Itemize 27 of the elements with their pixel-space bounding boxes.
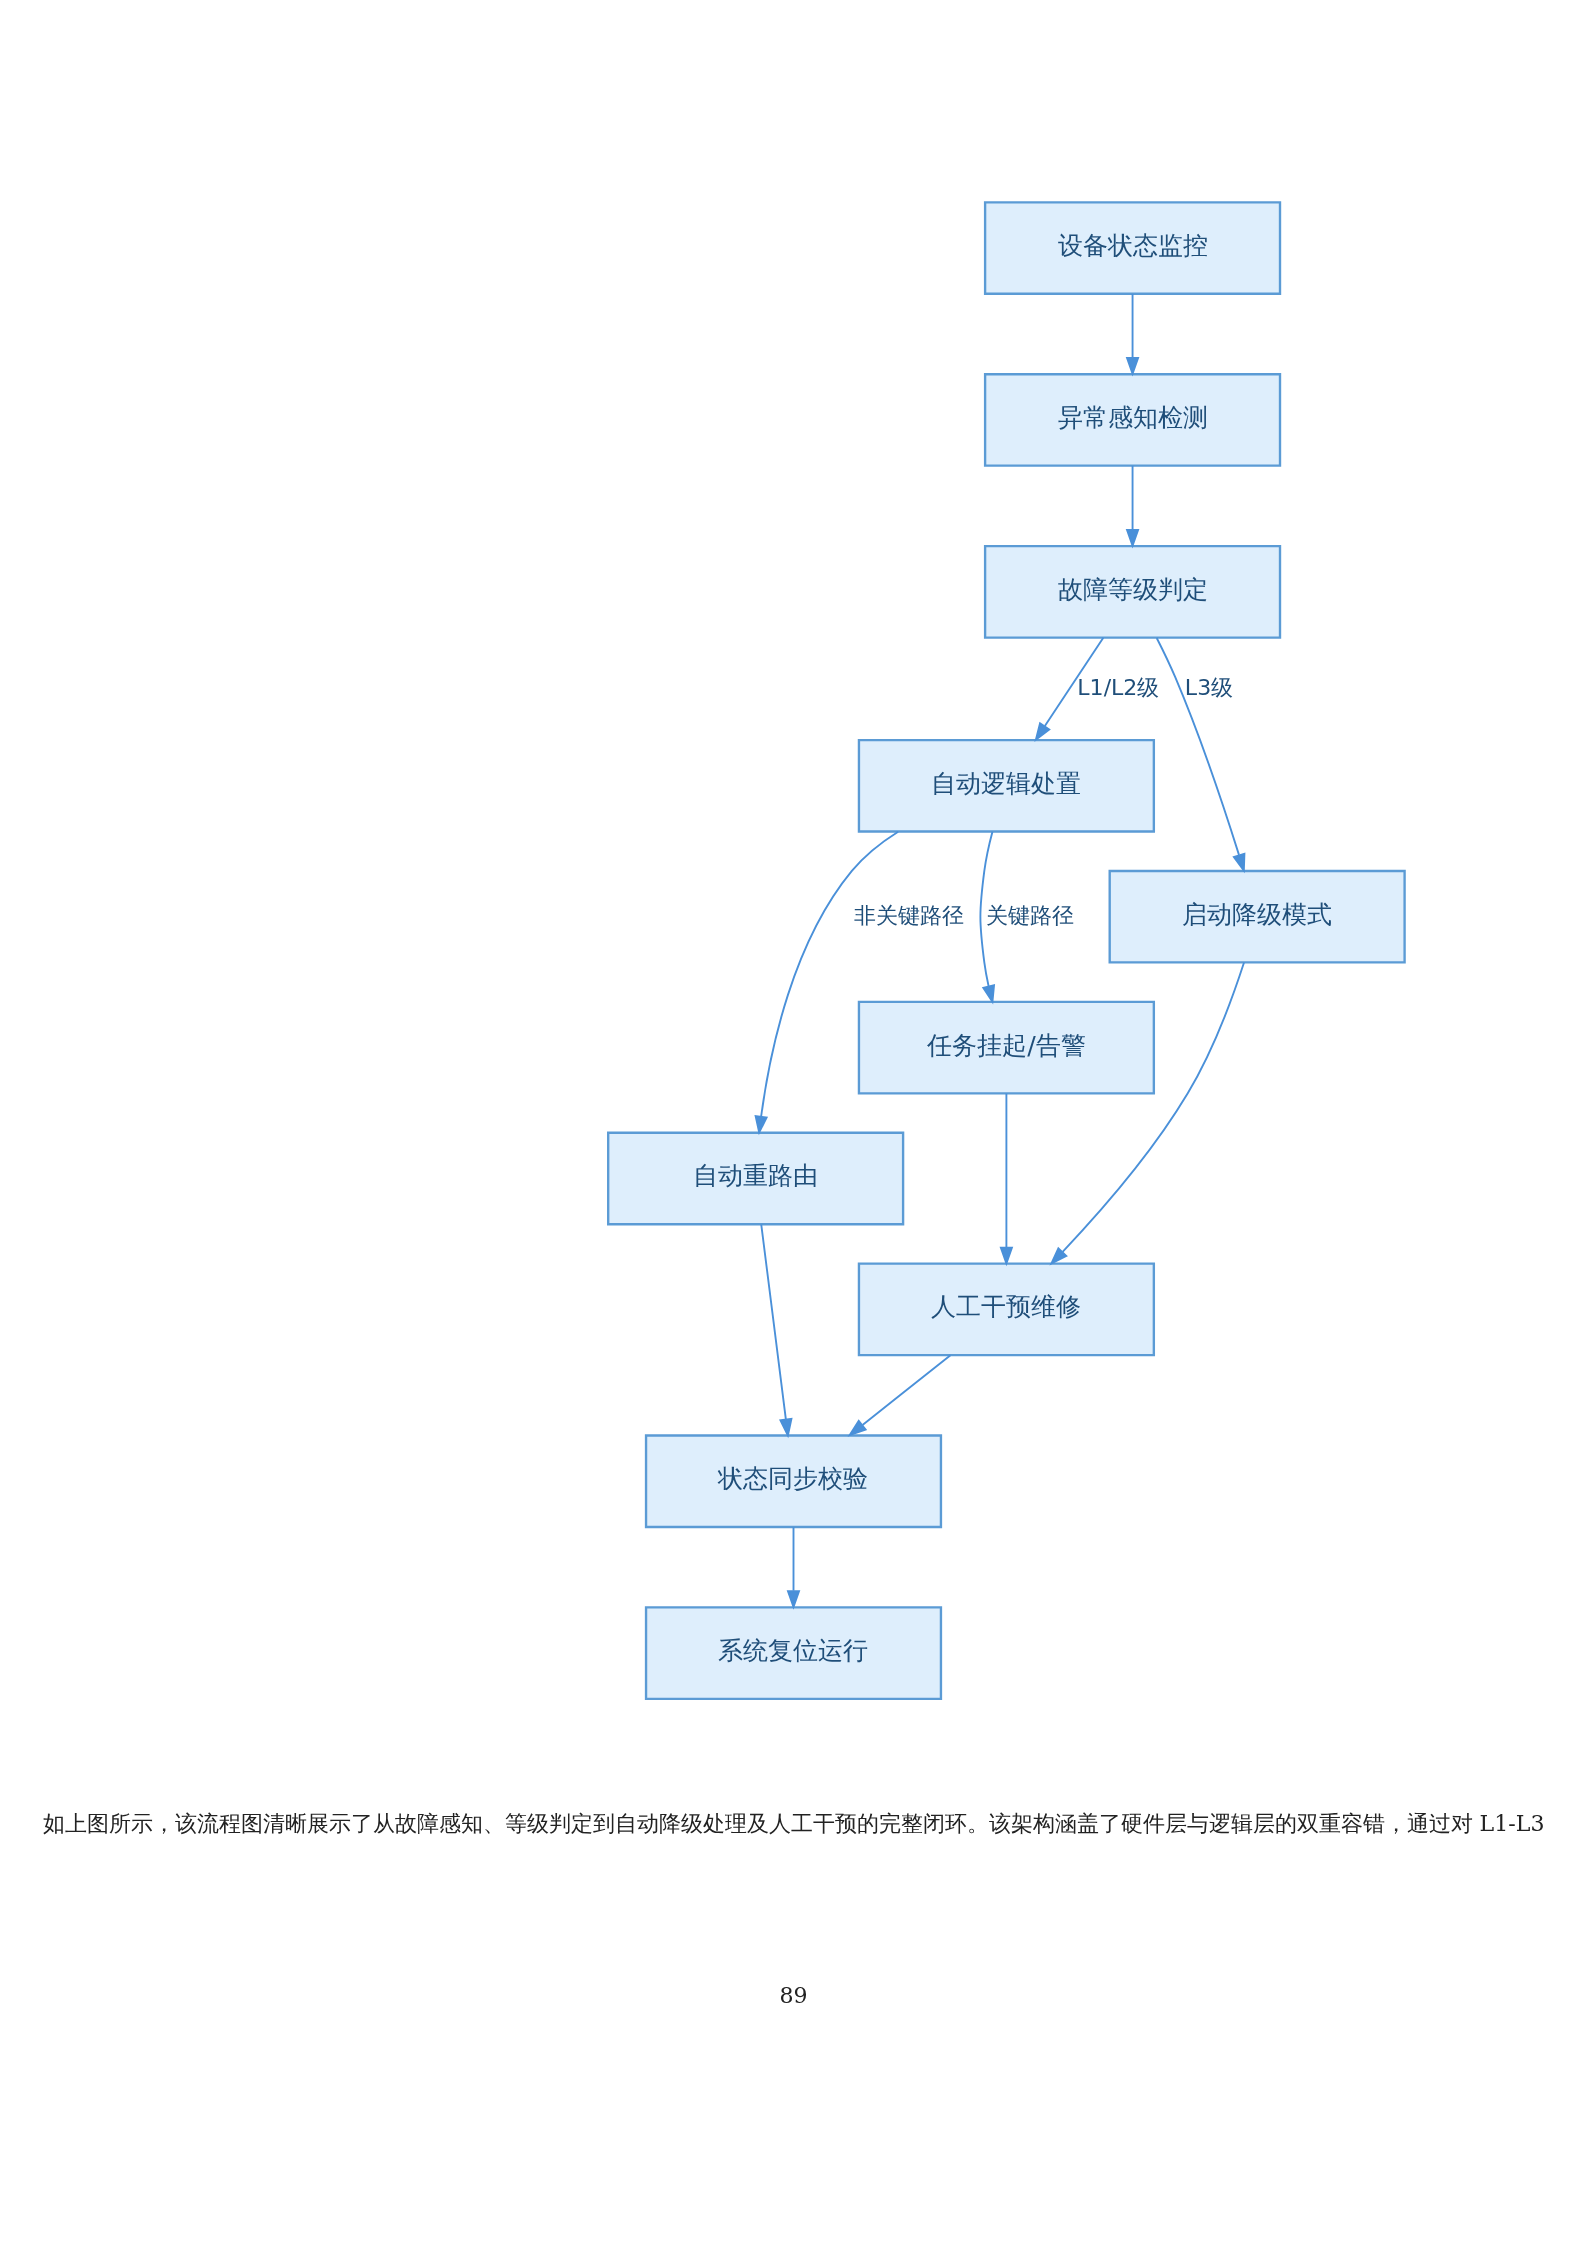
- arrow: [1049, 961, 1245, 1266]
- arrow: [847, 1354, 952, 1437]
- arrow: [1155, 637, 1246, 874]
- arrow: [1034, 636, 1105, 742]
- arrow: [760, 1223, 793, 1439]
- node-box: 人工干预维修: [857, 1262, 1156, 1357]
- edge-label: L1/L2级: [1077, 674, 1160, 700]
- node-box: 自动重路由: [607, 1131, 905, 1226]
- node-box: 自动逻辑处置: [857, 738, 1156, 833]
- arrow: [786, 1526, 801, 1610]
- arrow: [1125, 464, 1140, 549]
- arrow: [1125, 293, 1140, 377]
- node-box: 设备状态监控: [983, 201, 1282, 295]
- edge-label: 非关键路径: [853, 902, 964, 928]
- label: 89: [779, 1982, 808, 2008]
- edge-label: 关键路径: [986, 902, 1075, 928]
- node-box: 任务挂起/告警: [857, 1000, 1156, 1095]
- node-box: 状态同步校验: [644, 1434, 943, 1529]
- node-box: 异常感知检测: [983, 373, 1282, 467]
- node-box: 系统复位运行: [644, 1606, 943, 1701]
- node-box: 故障等级判定: [983, 544, 1282, 639]
- arrow: [979, 830, 996, 1005]
- arrow: [999, 1092, 1014, 1267]
- arrow: [754, 830, 900, 1136]
- node-box: 启动降级模式: [1108, 869, 1406, 964]
- label: 如上图所示，该流程图清晰展示了从故障感知、等级判定到自动降级处理及人工干预的完整闭环。该架构涵盖了硬件层与逻辑层的双重容错，通过对 L1-L3: [42, 1810, 1545, 1836]
- edge-label: L3级: [1184, 674, 1234, 700]
